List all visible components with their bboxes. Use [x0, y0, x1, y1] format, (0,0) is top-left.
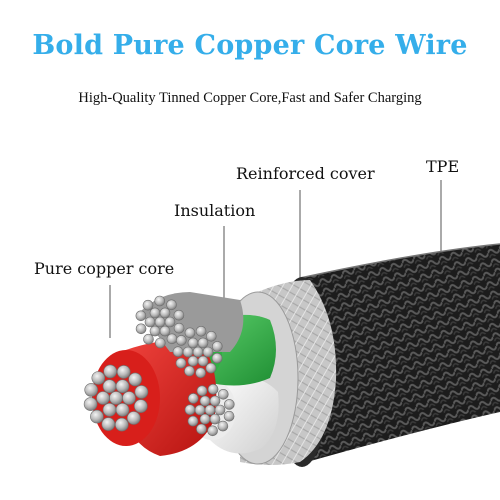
copper-strand [212, 353, 222, 363]
copper-strand [116, 380, 129, 393]
copper-strand [143, 300, 153, 310]
copper-strand [206, 363, 216, 373]
copper-strand [129, 373, 142, 386]
copper-strand [173, 347, 183, 357]
copper-strand [103, 403, 116, 416]
copper-strand [123, 392, 136, 405]
copper-strand [198, 356, 208, 366]
copper-strand [110, 392, 123, 405]
copper-strand [197, 386, 207, 396]
copper-strand [104, 365, 117, 378]
copper-strand [208, 426, 218, 436]
reinforced-cover-label: Reinforced cover [236, 164, 375, 183]
copper-strand [176, 335, 186, 345]
copper-strand [102, 418, 115, 431]
copper-strand [196, 326, 206, 336]
copper-strand [155, 338, 165, 348]
copper-strand [92, 372, 105, 385]
copper-strand [85, 383, 98, 396]
copper-strand [145, 317, 155, 327]
copper-strand [212, 341, 222, 351]
copper-strand [183, 347, 193, 357]
copper-strand [188, 338, 198, 348]
copper-strand [127, 412, 140, 425]
copper-strand [97, 392, 110, 405]
copper-strand [224, 411, 234, 421]
copper-strand [215, 405, 225, 415]
copper-strand [196, 368, 206, 378]
copper-strand [195, 405, 205, 415]
copper-strand [184, 366, 194, 376]
copper-strand [206, 331, 216, 341]
copper-strand [90, 410, 103, 423]
copper-strand [155, 317, 165, 327]
copper-strand [208, 384, 218, 394]
copper-strand [144, 334, 154, 344]
copper-strand [167, 300, 177, 310]
copper-strand [205, 405, 215, 415]
pure-copper-core-label: Pure copper core [34, 259, 174, 278]
copper-strand [185, 405, 195, 415]
copper-strand [224, 399, 234, 409]
insulation-label: Insulation [174, 201, 255, 220]
copper-strand [218, 389, 228, 399]
copper-strand [150, 308, 160, 318]
copper-strand [203, 347, 213, 357]
copper-strand [210, 414, 220, 424]
copper-strand [115, 418, 128, 431]
copper-strand [185, 328, 195, 338]
copper-strand [117, 365, 130, 378]
copper-strand [174, 310, 184, 320]
copper-strand [136, 324, 146, 334]
copper-strand [134, 400, 147, 413]
copper-strand [160, 326, 170, 336]
copper-strand [188, 356, 198, 366]
copper-strand [218, 421, 228, 431]
copper-strand [155, 296, 165, 306]
copper-strand [135, 385, 148, 398]
copper-strand [200, 414, 210, 424]
copper-strand [165, 317, 175, 327]
copper-strand [160, 308, 170, 318]
copper-strand [210, 396, 220, 406]
copper-strand [188, 393, 198, 403]
copper-strand [167, 334, 177, 344]
copper-strand [200, 396, 210, 406]
copper-strand [136, 311, 146, 321]
copper-strand [176, 358, 186, 368]
copper-strand [188, 416, 198, 426]
copper-strand [196, 424, 206, 434]
copper-strand [103, 380, 116, 393]
copper-strand [174, 323, 184, 333]
copper-strand [198, 338, 208, 348]
copper-strand [150, 326, 160, 336]
copper-strand [84, 398, 97, 411]
copper-strand [193, 347, 203, 357]
copper-strand [116, 403, 129, 416]
tpe-label: TPE [426, 157, 459, 176]
